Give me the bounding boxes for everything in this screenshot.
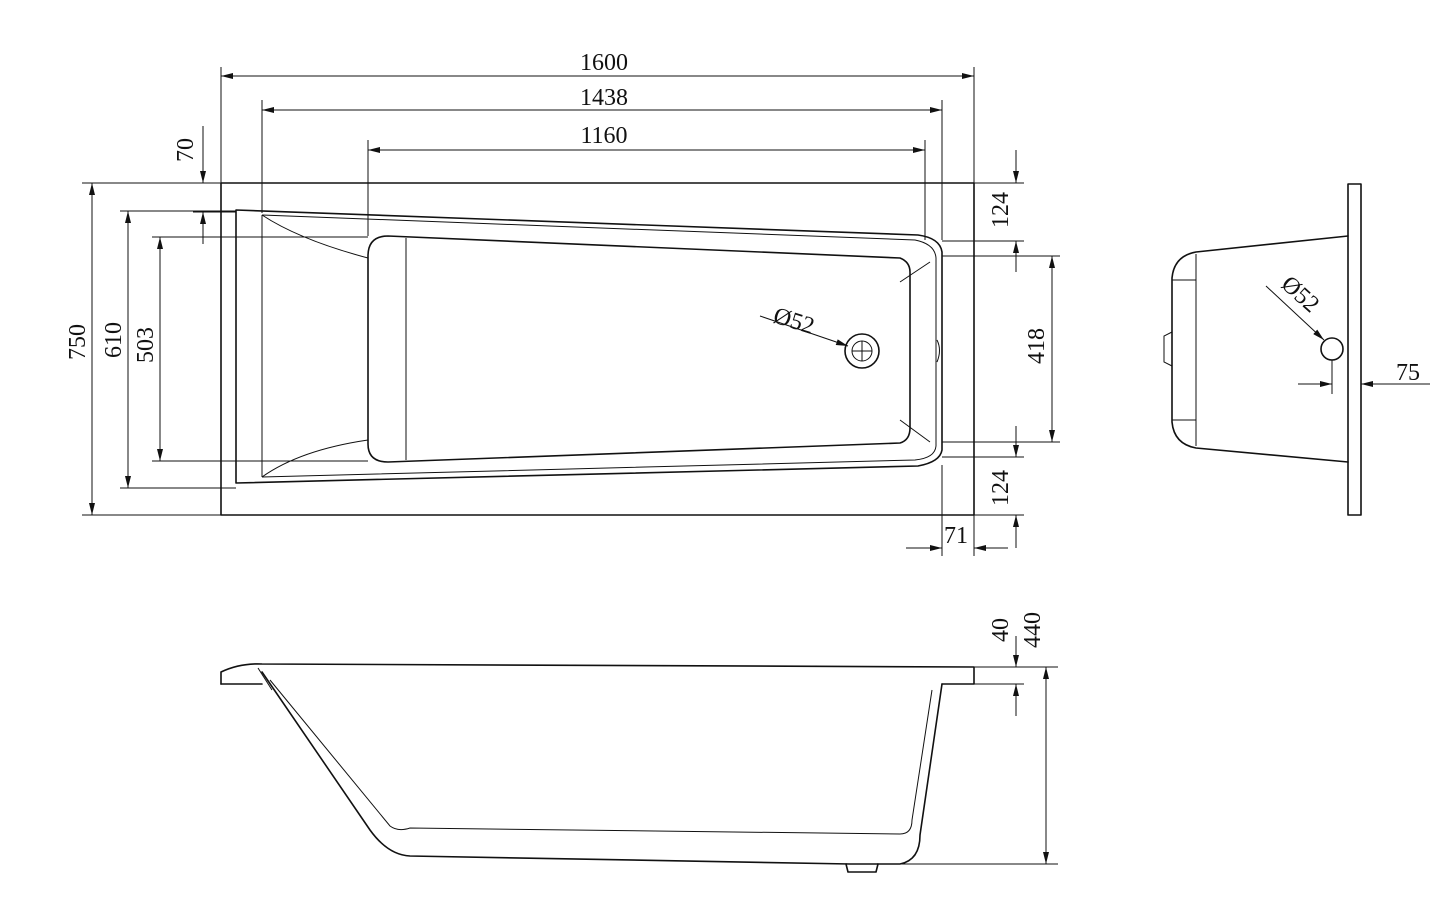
side-view-drain <box>845 863 879 873</box>
dim-bottom-width: 503 <box>133 236 368 462</box>
dim-rim-height: 40 <box>942 618 1024 716</box>
side-view <box>220 663 975 873</box>
dim-1438-label: 1438 <box>580 85 628 111</box>
dim-center-width: 418 <box>942 255 1060 443</box>
dim-inner-length: 1438 <box>261 85 943 240</box>
dim-rim-offset: 70 <box>173 126 236 244</box>
end-view <box>1163 183 1362 516</box>
dim-drain-offset: 75 <box>1298 360 1430 394</box>
dim-75-label: 75 <box>1396 360 1420 386</box>
dim-610-label: 610 <box>101 322 127 358</box>
dim-total-height: 440 <box>900 612 1058 865</box>
tub-bottom-inner <box>405 238 931 460</box>
dim-1600-label: 1600 <box>580 50 628 76</box>
tub-bottom-outline <box>367 235 911 463</box>
dim-71-label: 71 <box>944 523 968 549</box>
dim-503-label: 503 <box>133 327 159 363</box>
end-view-overflow <box>1163 331 1173 367</box>
drain-cross <box>852 341 872 361</box>
dim-124-bottom-label: 124 <box>988 470 1014 506</box>
side-view-rim-inner <box>257 667 273 691</box>
dim-418-label: 418 <box>1024 328 1050 364</box>
dim-40-label: 40 <box>988 618 1014 642</box>
dim-rim-bottom: 124 <box>942 426 1024 548</box>
dim-750-label: 750 <box>65 324 91 360</box>
headrest-slope <box>261 214 369 478</box>
tub-outer-rim <box>220 182 975 516</box>
dim-1160-label: 1160 <box>580 123 627 149</box>
tub-inner-highlight <box>261 214 937 478</box>
side-view-inner-line <box>269 679 933 835</box>
dim-total-length: 1600 <box>220 50 975 183</box>
dim-440-label: 440 <box>1020 612 1046 648</box>
end-view-drain <box>1320 337 1344 361</box>
drain-outer-circle <box>844 333 880 369</box>
dim-inner-width: 610 <box>101 210 236 489</box>
dim-70-label: 70 <box>173 138 199 162</box>
dim-end-rim: 71 <box>906 465 1008 556</box>
end-view-inner <box>1172 254 1197 446</box>
side-view-profile <box>261 671 943 865</box>
drain-diameter-top-label: Ø52 <box>770 303 817 340</box>
end-view-rim <box>1347 183 1362 516</box>
tub-inner-outline <box>235 209 943 484</box>
drain-diameter-end-label: Ø52 <box>1276 271 1324 318</box>
end-view-profile <box>1171 235 1349 463</box>
top-view <box>220 182 975 516</box>
dim-total-width: 750 <box>65 182 221 516</box>
drain-leader-end: Ø52 <box>1265 271 1325 341</box>
side-view-rim <box>220 663 975 685</box>
dim-bottom-length: 1160 <box>367 123 926 240</box>
drain-leader-top: Ø52 <box>759 303 849 347</box>
overflow-port <box>936 339 940 363</box>
dim-rim-top: 124 <box>942 150 1024 272</box>
dim-124-top-label: 124 <box>988 192 1014 228</box>
